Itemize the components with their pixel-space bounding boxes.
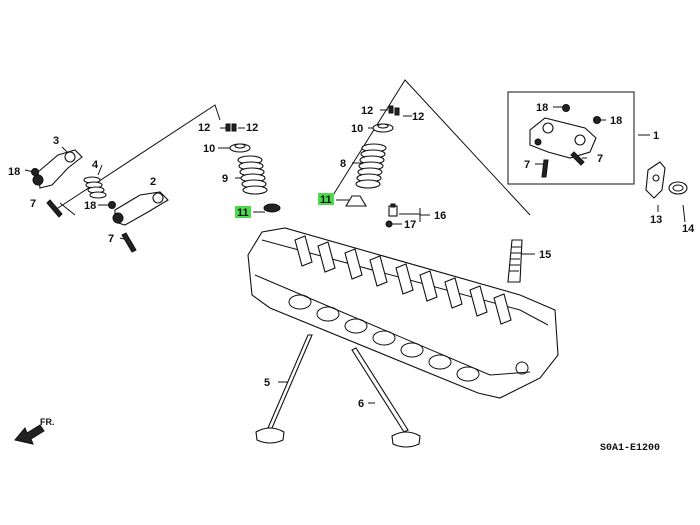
callout-10-a[interactable]: 10 [203,143,215,155]
plug-tube-15[interactable] [507,239,523,283]
callout-12-c[interactable]: 12 [361,105,373,117]
callout-14[interactable]: 14 [682,223,695,235]
callout-4[interactable]: 4 [92,159,99,171]
callout-6[interactable]: 6 [358,398,364,410]
valve-5[interactable] [255,334,313,444]
callout-3[interactable]: 3 [53,135,59,147]
callout-12-d[interactable]: 12 [412,111,424,123]
callout-7-b[interactable]: 7 [108,233,114,245]
callout-18-a[interactable]: 18 [8,166,20,178]
lost-motion-assembly-13[interactable] [645,161,666,199]
callout-12-b[interactable]: 12 [246,122,258,134]
nut-18-left-b[interactable] [108,201,116,209]
callout-7-a[interactable]: 7 [30,198,36,210]
callout-7-d[interactable]: 7 [597,153,603,165]
front-arrow-icon [14,424,45,445]
rocker-arm-3[interactable] [32,149,83,189]
valve-spring-9[interactable] [237,155,268,195]
rocker-arm-2[interactable] [112,191,169,226]
retainer-10-right[interactable] [372,123,394,133]
spring-4[interactable] [83,176,107,199]
callout-5[interactable]: 5 [264,377,270,389]
front-label: FR. [40,417,55,427]
bolt-7-inset-b[interactable] [570,151,585,166]
cotter-12-right[interactable] [388,105,400,116]
callout-8[interactable]: 8 [340,158,346,170]
nut-18-left-a[interactable] [31,168,39,176]
clip-14[interactable] [668,181,688,195]
cylinder-head[interactable] [247,227,559,399]
callout-11-a-highlight [235,206,251,218]
dowel-16[interactable] [388,203,398,217]
nut-18-inset-a[interactable] [562,104,570,112]
diagram-code: S0A1-E1200 [600,443,660,454]
callout-11-b[interactable]: 11 [320,194,332,206]
valve-spring-8[interactable] [355,143,387,189]
callout-16[interactable]: 16 [434,210,446,222]
callout-9[interactable]: 9 [222,173,228,185]
bolt-7-left-a[interactable] [46,199,63,218]
nut-18-inset-b[interactable] [593,116,601,124]
valve-seal-11-right[interactable] [345,195,367,207]
callout-1[interactable]: 1 [653,130,659,142]
valve-seal-11-left[interactable] [263,203,281,213]
callout-11-b-highlight [318,193,334,205]
callout-18-d[interactable]: 18 [610,115,622,127]
callout-13[interactable]: 13 [650,214,662,226]
bolt-7-inset-a[interactable] [541,159,549,178]
bolt-7-left-b[interactable] [121,232,137,253]
callout-15[interactable]: 15 [539,249,551,261]
callout-7-c[interactable]: 7 [524,159,530,171]
callout-11-a[interactable]: 11 [237,207,249,219]
valve-6[interactable] [351,347,421,448]
rocker-assembly-inset-box [507,91,635,185]
rocker-assembly-1[interactable] [529,117,597,159]
callout-12-a[interactable]: 12 [198,122,210,134]
callout-17[interactable]: 17 [404,219,416,231]
callout-2[interactable]: 2 [150,176,156,188]
callout-18-c[interactable]: 18 [536,102,548,114]
valve-bosses [294,235,512,325]
callout-18-b[interactable]: 18 [84,200,96,212]
callout-10-b[interactable]: 10 [351,123,363,135]
o-ring-17[interactable] [385,220,393,228]
callout-labels: 1 2 3 4 5 6 7 7 7 7 8 9 10 10 11 11 12 1… [8,102,695,410]
retainer-10-left[interactable] [229,143,251,153]
cotter-12-left[interactable] [225,123,237,132]
